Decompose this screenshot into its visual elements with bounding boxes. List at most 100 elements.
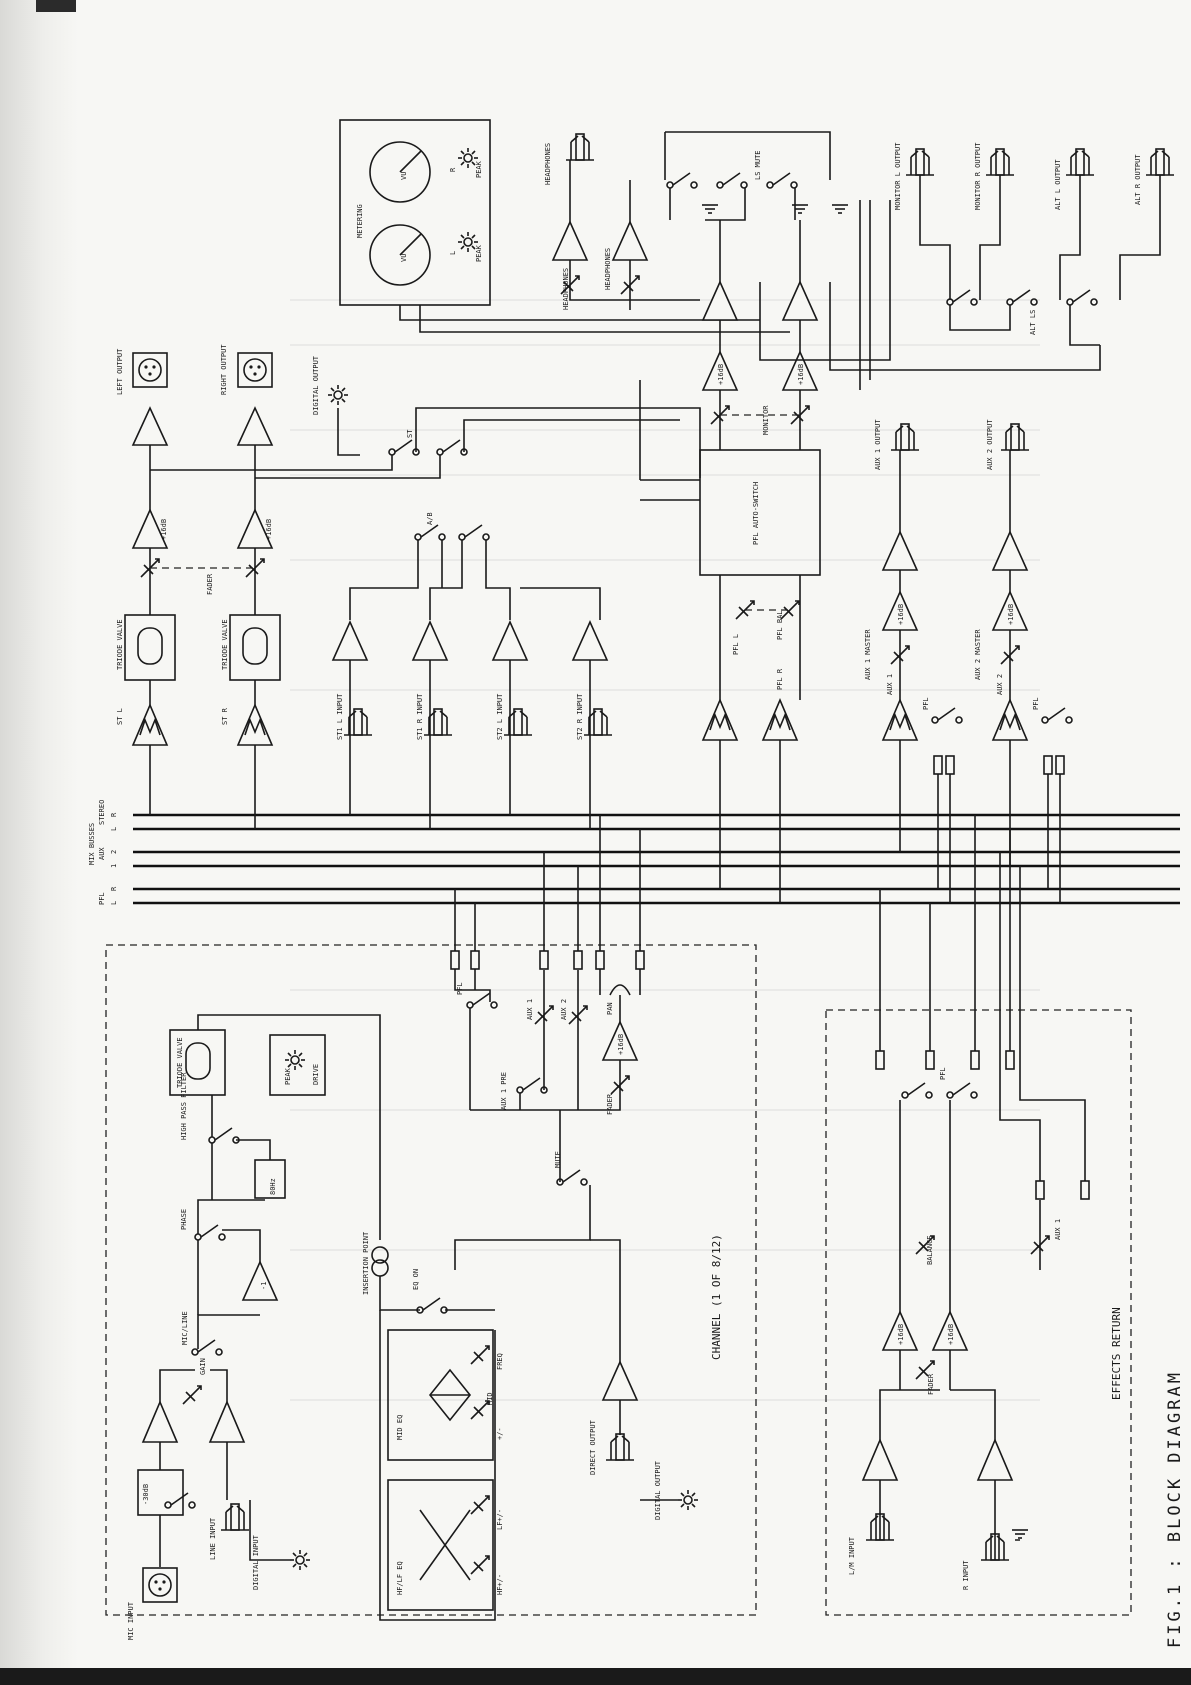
alt-l-output-label: ALT L OUTPUT (1054, 159, 1062, 210)
ls-mute-switch-r-icon (766, 172, 798, 189)
pfl-r-label: PFL R (776, 668, 784, 690)
ab-switch-label: A/B (426, 512, 434, 525)
mid-pm-label: +/- (496, 1427, 504, 1440)
scan-bottom-edge (0, 1668, 1191, 1685)
bus-aux-label: AUX (98, 847, 106, 860)
channel-fader-gain-label: +16dB (617, 1034, 625, 1055)
monitor-gain-label-1: +16dB (717, 364, 725, 385)
master-fader-label: FADER (206, 573, 214, 595)
left-triode-label: TRIODE VALVE (116, 619, 124, 670)
meter-peak-r-label: PEAK (475, 160, 483, 178)
line-preamp (208, 1399, 246, 1443)
fx-gain-label-1: +16dB (897, 1324, 905, 1345)
aux2-pfl-resistor-2-icon (1055, 755, 1065, 775)
phase-invert-amp (241, 1260, 279, 1301)
mic-input-xlr-icon (142, 1567, 178, 1603)
alt-ls-switch-2-icon (1006, 289, 1038, 306)
aux2-pfl-label: PFL (1032, 697, 1040, 710)
invert-label: -1 (260, 1282, 268, 1290)
pad-switch-icon (164, 1492, 196, 1509)
right-gain-label: +16dB (265, 519, 273, 540)
ls-mute-switch-l-icon (666, 172, 698, 189)
fx-input-amp-r (976, 1437, 1014, 1481)
fx-pfl-resistor-3-icon (970, 1050, 980, 1070)
freq-label: FREQ (496, 1353, 504, 1370)
ch-digital-output-led-icon (677, 1489, 699, 1511)
right-triode-valve (229, 614, 281, 681)
eq-on-label: EQ ON (412, 1269, 420, 1290)
phase-switch-icon (194, 1224, 226, 1241)
aux1-pre-label: AUX 1 PRE (500, 1072, 508, 1110)
ab-switch-icon (414, 524, 446, 541)
st2l-input-jack-icon (503, 708, 533, 736)
fx-input-amp-l (861, 1437, 899, 1481)
st2l-input-label: ST2 L INPUT (496, 693, 504, 740)
st-l-label: ST L (116, 708, 124, 725)
pfl-r-amp (761, 697, 799, 741)
right-output-driver (236, 406, 274, 446)
pan-pot-icon (609, 984, 631, 996)
mute-label: MUTE (554, 1151, 562, 1168)
peak-led-right-icon (457, 147, 479, 169)
alt-l-jack-icon (1065, 148, 1095, 176)
digital-input-label: DIGITAL INPUT (252, 1534, 260, 1590)
master-output-section: LEFT OUTPUT +16dB TRIODE VALVE ST L RIGH… (116, 344, 701, 829)
mid-freq-pot-icon (470, 1345, 490, 1365)
hpf-freq-label: 80Hz (269, 1178, 277, 1195)
mute-switch-icon (556, 1169, 588, 1186)
bus-r1-label: R (110, 886, 118, 891)
meter-peak-l-label: PEAK (475, 244, 483, 262)
insertion-point-label: INSERTION POINT (362, 1231, 370, 1295)
effects-return-border (825, 1009, 1132, 1616)
headphones-jack-icon (565, 133, 595, 161)
mic-line-label: MIC/LINE (181, 1311, 189, 1345)
mid-eq-label: MID EQ (396, 1415, 404, 1440)
fx-aux1-label: AUX 1 (1054, 1219, 1062, 1240)
bleed-through-text (290, 299, 1040, 1401)
pfl-auto-switch-label: PFL AUTO-SWITCH (752, 482, 760, 545)
hf-lf-eq-box (387, 1479, 494, 1611)
bus-stereo-label: STEREO (98, 800, 106, 825)
aux1-send-label: AUX 1 (526, 999, 534, 1020)
hf-pm-label: HF+/- (496, 1574, 504, 1595)
drive-box (269, 1034, 326, 1096)
fx-aux1-resistor-2-icon (1080, 1180, 1090, 1200)
peak-led-icon (284, 1049, 306, 1071)
effects-return-section: L/M INPUT R INPUT +16dB +16dB FADER BALA… (825, 815, 1132, 1616)
st-switch-icon (388, 439, 420, 456)
bus-pfl-label: PFL (98, 892, 106, 905)
fx-gain-label-2: +16dB (947, 1324, 955, 1345)
st2r-input-jack-icon (583, 708, 613, 736)
aux2-send-resistor-icon (573, 950, 583, 970)
peak-label: PEAK (284, 1067, 292, 1085)
channel-pfl-switch-icon (466, 992, 498, 1009)
aux1-output-label: AUX 1 OUTPUT (874, 419, 882, 470)
bus-aux1-label: 1 (110, 864, 118, 868)
headphones-amp-label-1: HEADPHONES (604, 248, 612, 290)
mic-input-label: MIC INPUT (127, 1601, 135, 1640)
right-output-label: RIGHT OUTPUT (220, 344, 228, 395)
pfl-l-amp (701, 697, 739, 741)
st1l-amp (331, 620, 369, 661)
eq-on-switch-icon (416, 1297, 448, 1314)
bus-l1-label: L (110, 901, 118, 905)
st1l-input-label: ST1 L INPUT (336, 693, 344, 740)
aux1-bus-label: AUX 1 (886, 674, 894, 695)
aux2-send-label: AUX 2 (560, 999, 568, 1020)
vu-right-label: VU (400, 172, 408, 180)
metering-section: METERING VU VU R L PEAK PEAK (339, 119, 790, 333)
left-output-xlr-icon (132, 352, 168, 388)
alt-ls-switch-3-icon (1066, 289, 1098, 306)
stereo-inputs: ST1 L INPUT ST1 R INPUT ST2 L INPUT ST2 … (331, 620, 613, 829)
st-switch-r-icon (436, 439, 468, 456)
left-output-label: LEFT OUTPUT (116, 348, 124, 395)
aux1-amp (881, 697, 919, 741)
aux1-gain-label: +16dB (897, 604, 905, 625)
st1r-input-label: ST1 R INPUT (416, 693, 424, 740)
st-r-label: ST R (221, 707, 229, 725)
right-output-xlr-icon (237, 352, 273, 388)
st2r-input-label: ST2 R INPUT (576, 693, 584, 740)
aux1-output-jack-icon (890, 423, 920, 451)
